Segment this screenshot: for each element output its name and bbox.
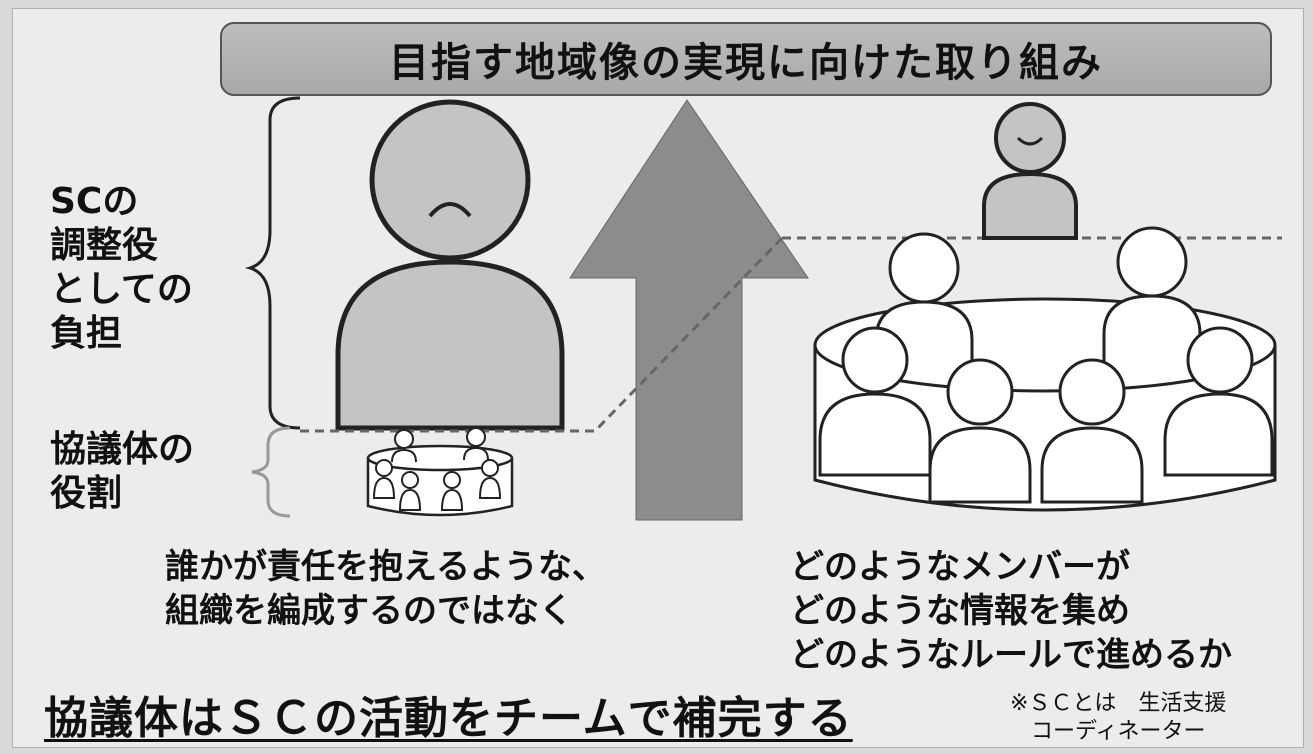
upward-arrow [569, 99, 809, 521]
right-caption: どのようなメンバーが どのような情報を集め どのようなルールで進めるか [790, 545, 1232, 677]
council-role-label: 協議体の 役割 [50, 428, 194, 516]
large-person-head [369, 99, 531, 261]
sc-burden-line: としての [50, 269, 193, 310]
burden-brace [244, 96, 301, 430]
sc-burden-line: SCの [50, 181, 139, 222]
title-banner: 目指す地域像の実現に向けた取り組み [220, 22, 1272, 96]
frown-mouth [428, 202, 472, 218]
conclusion-text: 協議体はＳＣの活動をチームで補完する [44, 693, 853, 744]
right-caption-line: どのようなメンバーが [790, 547, 1130, 587]
sc-burden-line: 負担 [50, 313, 123, 354]
note-line: コーディネーター [1030, 719, 1206, 744]
left-caption-line: 誰かが責任を抱えるような、 [165, 547, 606, 587]
small-council-group [366, 427, 514, 517]
sc-burden-label: SCの 調整役 としての 負担 [50, 180, 193, 356]
left-caption-line: 組織を編成するのではなく [165, 591, 573, 631]
left-caption: 誰かが責任を抱えるような、 組織を編成するのではなく [165, 545, 606, 633]
large-person-body [335, 259, 565, 431]
council-role-line: 役割 [50, 473, 123, 514]
right-caption-line: どのようなルールで進めるか [790, 635, 1232, 675]
smile-mouth [1016, 136, 1044, 146]
happy-person-body [982, 171, 1078, 240]
note-line: ※ＳＣとは 生活支援 [1010, 691, 1227, 716]
sc-definition-note: ※ＳＣとは 生活支援 コーディネーター [1010, 690, 1226, 746]
large-council-group [813, 226, 1277, 512]
right-caption-line: どのような情報を集め [790, 591, 1130, 631]
role-brace [251, 426, 291, 518]
council-role-line: 協議体の [50, 429, 195, 470]
happy-person-head [994, 102, 1066, 174]
sc-burden-line: 調整役 [50, 225, 159, 266]
